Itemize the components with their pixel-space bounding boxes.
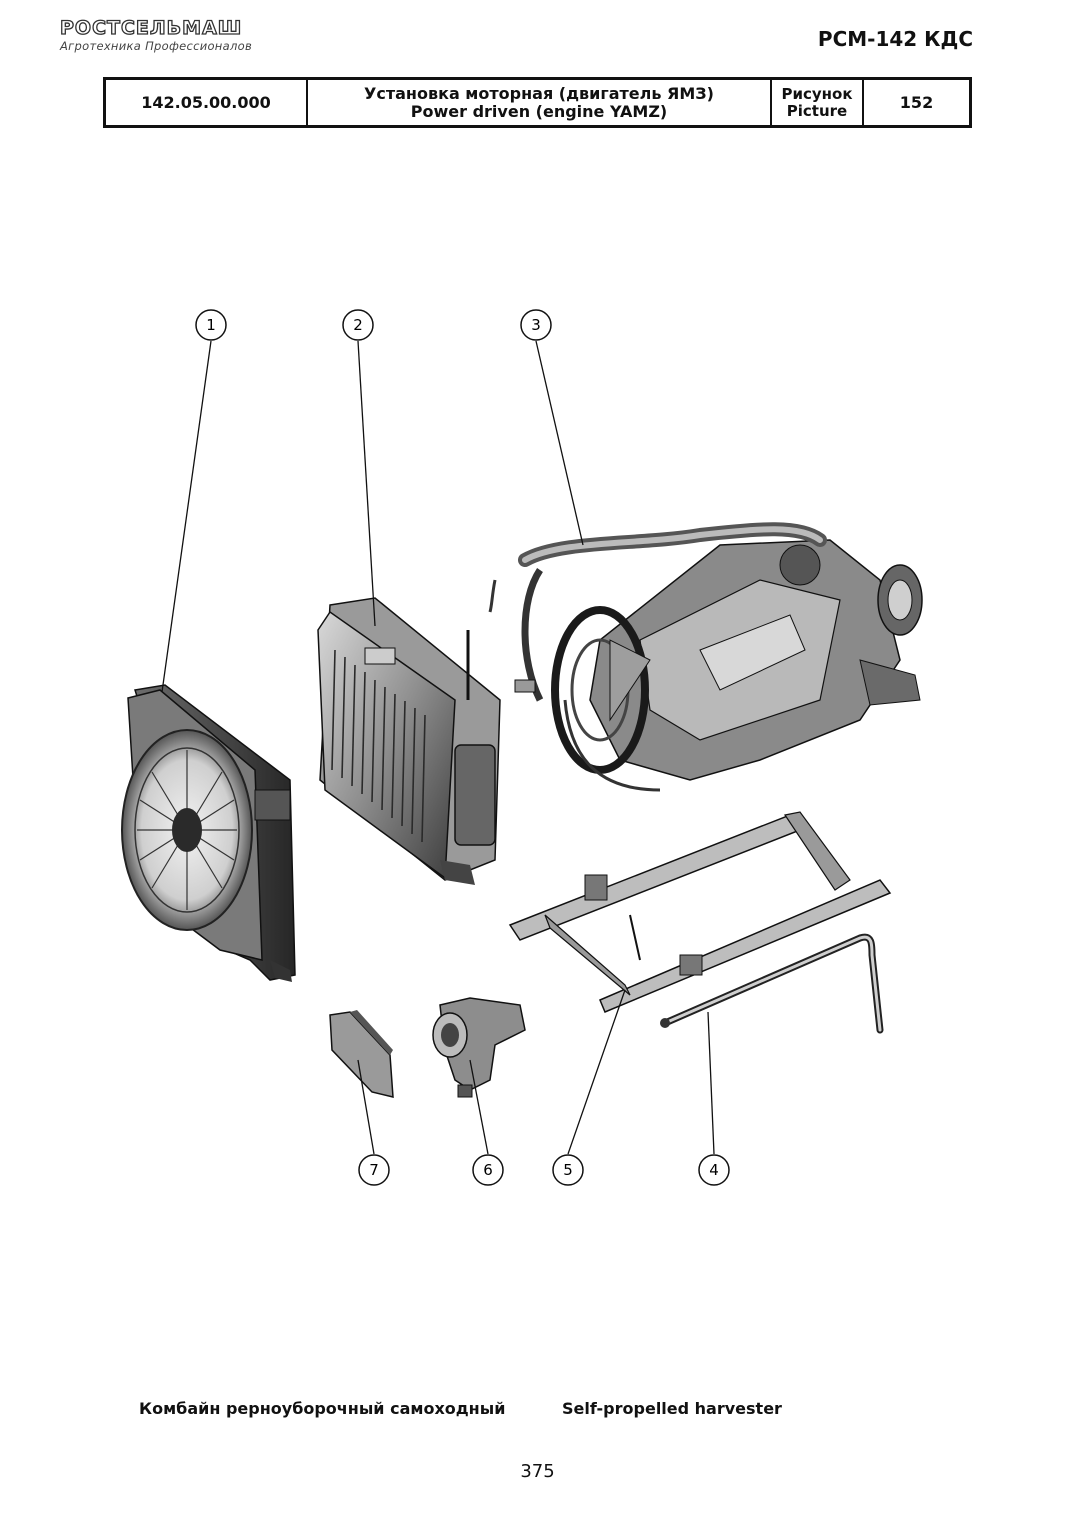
leader-line-1	[161, 340, 212, 693]
footer-text-en: Self-propelled harvester	[562, 1399, 782, 1418]
footer-text-ru: Комбайн рерноуборочный самоходный	[139, 1399, 506, 1418]
part-engine	[488, 522, 923, 792]
part-bracket	[432, 997, 526, 1098]
info-table: 142.05.00.000 Установка моторная (двигат…	[103, 77, 972, 128]
svg-text:5: 5	[563, 1161, 573, 1179]
leader-line-4	[707, 1011, 715, 1155]
picture-label-cell: Рисунок Picture	[772, 80, 864, 125]
picture-number-cell: 152	[864, 80, 969, 125]
brand-tagline: Агротехника Профессионалов	[60, 39, 253, 53]
part-frame	[508, 811, 892, 1013]
model-title: РСМ-142 КДС	[817, 27, 973, 51]
svg-text:6: 6	[483, 1161, 493, 1179]
part-radiator	[317, 597, 501, 885]
picture-label-en: Picture	[786, 101, 848, 120]
part-fan-shroud	[121, 684, 296, 982]
leader-line-5	[567, 989, 626, 1155]
picture-label-ru: Рисунок	[781, 84, 853, 103]
svg-text:1: 1	[206, 316, 216, 334]
leader-line-2	[357, 340, 376, 627]
callout-6: 6	[472, 1154, 504, 1186]
leader-line-6	[469, 1059, 489, 1155]
brand-word: РОСТСЕЛЬМАШ	[59, 17, 243, 39]
brand-logo: РОСТСЕЛЬМАШ Агротехника Профессионалов	[59, 17, 253, 53]
leader-line-3	[535, 340, 584, 546]
page-number: 375	[520, 1461, 555, 1482]
title-ru: Установка моторная (двигатель ЯМЗ)	[364, 83, 714, 103]
callout-7: 7	[358, 1154, 390, 1186]
title-en: Power driven (engine YAMZ)	[410, 101, 668, 121]
title-cell: Установка моторная (двигатель ЯМЗ) Power…	[308, 80, 772, 125]
callout-4: 4	[698, 1154, 730, 1186]
svg-text:3: 3	[531, 316, 541, 334]
callout-3: 3	[520, 309, 552, 341]
part-pipe	[660, 933, 884, 1034]
svg-text:4: 4	[709, 1161, 719, 1179]
exploded-view-diagram: 1 2 3 4 5 6 7	[121, 309, 923, 1186]
svg-text:7: 7	[369, 1161, 379, 1179]
picture-number: 152	[899, 93, 934, 112]
callout-1: 1	[195, 309, 227, 341]
leader-lines	[161, 340, 715, 1155]
drawing-code: 142.05.00.000	[141, 93, 271, 112]
callout-2: 2	[342, 309, 374, 341]
code-cell: 142.05.00.000	[106, 80, 308, 125]
svg-text:2: 2	[353, 316, 363, 334]
part-plate	[329, 1010, 394, 1098]
callout-5: 5	[552, 1154, 584, 1186]
leader-line-7	[357, 1059, 375, 1155]
